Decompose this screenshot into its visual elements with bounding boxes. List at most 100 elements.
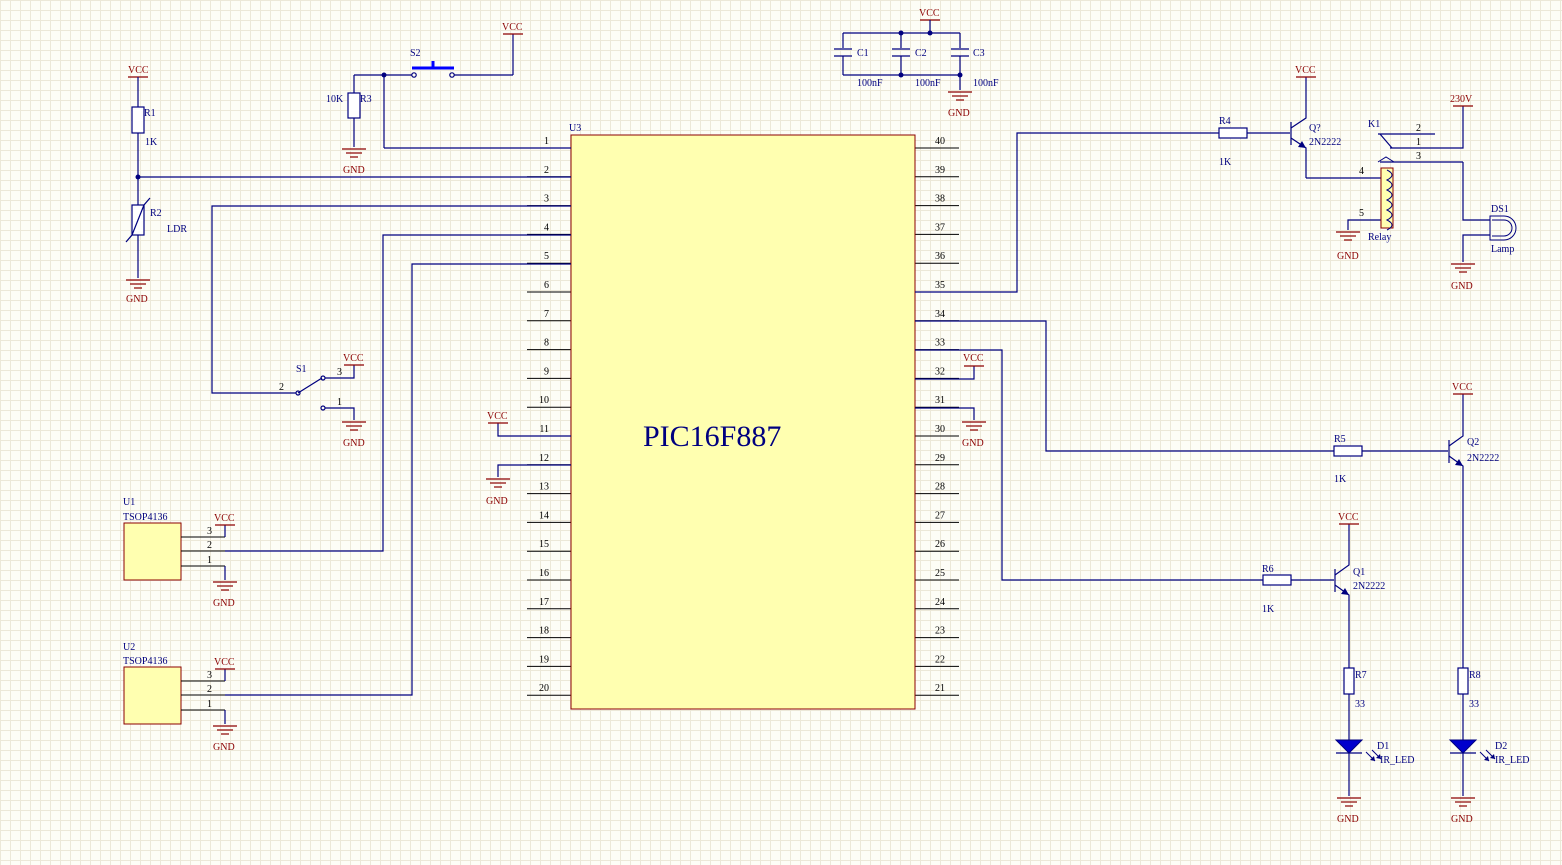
s1-lever[interactable] <box>297 377 323 394</box>
mcu-pin-number-39: 39 <box>935 165 945 176</box>
q2-transistor[interactable] <box>1448 394 1464 668</box>
decoupling-caps: VCC C1 C2 C3 100nF 100nF 100nF <box>834 8 999 119</box>
lamp-gnd-label: GND <box>1451 281 1473 292</box>
q1-part: 2N2222 <box>1353 581 1385 592</box>
mcu-pin-number-20: 20 <box>539 683 549 694</box>
pin32-vcc-label: VCC <box>963 353 984 364</box>
c2-capacitor[interactable] <box>892 48 910 57</box>
r1-vcc-label: VCC <box>128 65 149 76</box>
q-relay-part: 2N2222 <box>1309 137 1341 148</box>
q-relay-ref: Q? <box>1309 123 1321 134</box>
u2-vcc-label: VCC <box>214 657 235 668</box>
c2-ref: C2 <box>915 48 927 59</box>
u2-body <box>123 666 182 725</box>
ir-receiver-u1[interactable]: U1 TSOP4136 3 2 1 VCC GND <box>123 234 571 609</box>
mcu-pin-number-34: 34 <box>935 309 945 320</box>
r7-resistor[interactable] <box>1343 667 1355 695</box>
mcu-pin-number-4: 4 <box>544 222 549 233</box>
q2-ref: Q2 <box>1467 437 1479 448</box>
mcu-pin-number-25: 25 <box>935 568 945 579</box>
r2-ref: R2 <box>150 208 162 219</box>
mcu-pin-number-2: 2 <box>544 165 549 176</box>
caps-gnd-label: GND <box>948 108 970 119</box>
mcu-power: VCC GND VCC GND <box>485 353 987 507</box>
k1-relay-coil[interactable] <box>1380 167 1394 231</box>
mcu-pin-number-6: 6 <box>544 280 549 291</box>
s1-gnd-label: GND <box>343 438 365 449</box>
s2-vcc-label: VCC <box>502 22 523 33</box>
mcu-pin-number-16: 16 <box>539 568 549 579</box>
k1-pin3: 3 <box>1416 151 1421 162</box>
d1-ir-led[interactable] <box>1334 739 1382 762</box>
mcu-pin-number-5: 5 <box>544 251 549 262</box>
mcu-pin-number-29: 29 <box>935 453 945 464</box>
mcu-designator: U3 <box>569 123 581 134</box>
c3-value: 100nF <box>973 78 999 89</box>
r1-resistor[interactable] <box>131 106 145 134</box>
u1-gnd-label: GND <box>213 598 235 609</box>
k1-pin1: 1 <box>1416 137 1421 148</box>
q2-part: 2N2222 <box>1467 453 1499 464</box>
u1-part: TSOP4136 <box>123 512 167 523</box>
r4-resistor[interactable] <box>1218 127 1248 139</box>
r3-resistor[interactable] <box>347 92 361 119</box>
r8-resistor[interactable] <box>1457 667 1469 695</box>
q-relay-vcc-label: VCC <box>1295 65 1316 76</box>
d2-ir-led[interactable] <box>1448 739 1496 762</box>
c1-value: 100nF <box>857 78 883 89</box>
r6-value: 1K <box>1262 604 1275 615</box>
u1-pin1: 1 <box>207 555 212 566</box>
s1-selector: S1 2 3 1 VCC GND <box>211 205 571 449</box>
k1-ref: K1 <box>1368 119 1380 130</box>
ir-receiver-u2[interactable]: U2 TSOP4136 3 2 1 VCC GND <box>123 263 571 753</box>
mcu-pin-number-9: 9 <box>544 366 549 377</box>
u1-ref: U1 <box>123 497 135 508</box>
r5-resistor[interactable] <box>1333 445 1363 457</box>
ir-driver-q1: R6 1K VCC Q1 2N2222 R7 33 D1 IR_LED GND <box>915 349 1414 825</box>
ldr-divider: VCC R1 1K R2 LDR GND <box>125 65 571 305</box>
r3-value: 10K <box>326 94 344 105</box>
u2-gnd-label: GND <box>213 742 235 753</box>
ir-driver-q2: R5 1K VCC Q2 2N2222 R8 33 D2 IR_LED GND <box>915 320 1529 825</box>
u1-pin3: 3 <box>207 526 212 537</box>
q1-vcc-label: VCC <box>1338 512 1359 523</box>
ds1-lamp[interactable] <box>1489 215 1517 241</box>
reset-circuit: 10K R3 GND S2 VCC <box>326 22 571 176</box>
c1-capacitor[interactable] <box>834 48 852 57</box>
k1-pin4: 4 <box>1359 166 1364 177</box>
relay-driver: R4 1K VCC Q? 2N2222 4 5 GND Relay K1 2 1 <box>915 65 1517 293</box>
u2-part: TSOP4136 <box>123 656 167 667</box>
mcu-pin-number-32: 32 <box>935 366 945 377</box>
r2-gnd-label: GND <box>126 294 148 305</box>
s1-pin1: 1 <box>337 397 342 408</box>
mcu-pin-number-37: 37 <box>935 222 945 233</box>
pin31-gnd-label: GND <box>962 438 984 449</box>
mcu-pin-number-36: 36 <box>935 251 945 262</box>
s1-vcc-label: VCC <box>343 353 364 364</box>
d1-gnd-label: GND <box>1337 814 1359 825</box>
caps-vcc-label: VCC <box>919 8 940 19</box>
r8-value: 33 <box>1469 699 1479 710</box>
mcu-u3[interactable]: U3 PIC16F887 123456789101112131415161718… <box>527 123 959 710</box>
s2-ref: S2 <box>410 48 421 59</box>
r8-ref: R8 <box>1469 670 1481 681</box>
r6-resistor[interactable] <box>1262 574 1292 586</box>
mcu-body <box>570 134 916 710</box>
d1-ref: D1 <box>1377 741 1389 752</box>
c3-capacitor[interactable] <box>951 48 969 57</box>
mcu-pin-number-38: 38 <box>935 194 945 205</box>
mcu-left-pin-lines <box>527 147 571 696</box>
r1-value: 1K <box>145 137 158 148</box>
mcu-pin-number-40: 40 <box>935 136 945 147</box>
d2-part: IR_LED <box>1495 755 1529 766</box>
k1-gnd-label: GND <box>1337 251 1359 262</box>
u2-pin1: 1 <box>207 699 212 710</box>
s1-pin3: 3 <box>337 367 342 378</box>
q1-transistor[interactable] <box>1334 524 1350 668</box>
r6-ref: R6 <box>1262 564 1274 575</box>
mcu-pin-number-11: 11 <box>539 424 549 435</box>
mcu-pin-number-1: 1 <box>544 136 549 147</box>
pin11-vcc-label: VCC <box>487 411 508 422</box>
q-relay-transistor[interactable] <box>1290 77 1307 178</box>
